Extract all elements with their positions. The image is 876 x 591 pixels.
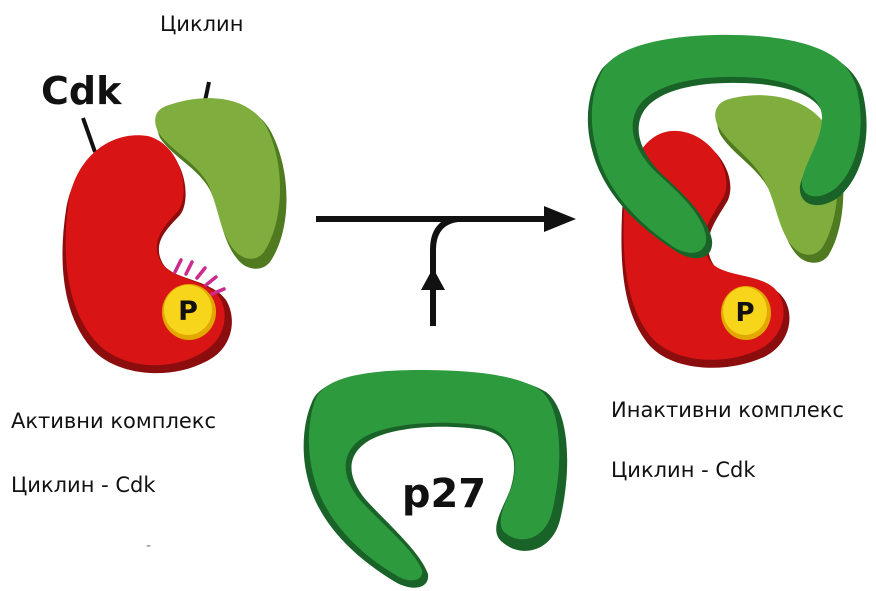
inhibition-arrow <box>421 219 458 326</box>
inactive-complex-subtitle: Циклин - Cdk <box>611 458 756 482</box>
cdk-pointer-line <box>83 118 95 152</box>
phospho-left-label: P <box>178 296 198 327</box>
active-complex-subtitle: Циклин - Cdk <box>11 473 156 497</box>
phosphate-right: P <box>721 286 771 340</box>
cdk-label: Cdk <box>41 69 122 113</box>
active-complex-title: Активни комплекс <box>11 409 216 433</box>
inactive-complex-title: Инактивни комплекс <box>611 398 844 422</box>
p27-shape: p27 <box>304 370 568 588</box>
cyclin-top-label: Циклин <box>160 12 243 36</box>
reaction-arrow <box>316 206 576 232</box>
p27-label: p27 <box>402 471 486 517</box>
stray-mark: - <box>146 538 151 554</box>
phospho-right-label: P <box>735 298 754 328</box>
phosphate-left: P <box>162 284 216 340</box>
